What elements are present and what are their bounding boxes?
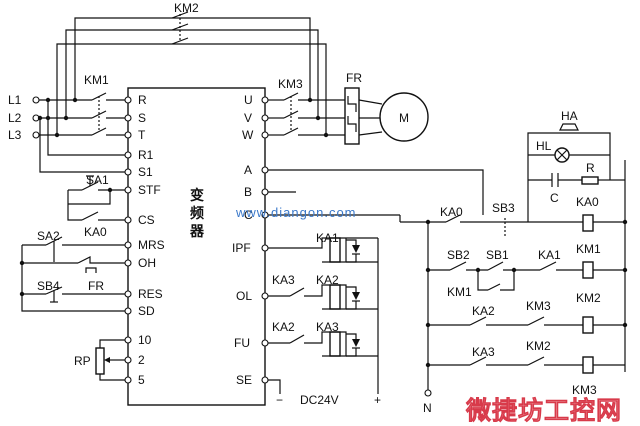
km2-label: KM2: [174, 1, 199, 15]
km2-contact-label: KM2: [526, 339, 551, 353]
term-s: S: [138, 111, 146, 125]
fr-label-left: FR: [88, 279, 104, 293]
motor: [379, 92, 429, 142]
l3-label: L3: [8, 128, 22, 142]
l2-label: L2: [8, 111, 22, 125]
km2-coil: [582, 316, 594, 334]
rp-resistor: [95, 347, 105, 375]
km3-contacts: [283, 92, 299, 136]
term-s1: S1: [138, 165, 153, 179]
motor-label: M: [399, 111, 409, 125]
ka0-coil-label: KA0: [576, 195, 599, 209]
inverter-label-1: 变: [190, 187, 204, 204]
sb4-label: SB4: [37, 279, 60, 293]
km3-contact-label: KM3: [526, 299, 551, 313]
ka3-control-label: KA3: [472, 345, 495, 359]
ka3-contact-label: KA3: [272, 273, 295, 287]
watermark-text: www.diangon.com: [235, 205, 357, 220]
ka0-coil: [582, 214, 594, 232]
term-stf: STF: [138, 183, 161, 197]
km1-contacts: [91, 92, 107, 136]
km2-wire-1: [74, 17, 311, 100]
term-sd: SD: [138, 304, 155, 318]
term-r1: R1: [138, 148, 154, 162]
ka1-contact-label: KA1: [538, 248, 561, 262]
term-v: V: [244, 111, 252, 125]
ha-label: HA: [561, 109, 578, 123]
l1-label: L1: [8, 93, 22, 107]
km3-coil-label: KM3: [572, 383, 597, 397]
sb3-label: SB3: [492, 201, 515, 215]
term-t: T: [138, 128, 146, 142]
sb1-label: SB1: [486, 248, 509, 262]
term-b: B: [244, 185, 252, 199]
hl-label: HL: [536, 139, 552, 153]
term-ipf: IPF: [232, 241, 251, 255]
inverter-label-2: 频: [190, 205, 204, 222]
km2-contacts: [171, 11, 189, 45]
inverter-label-3: 器: [189, 224, 205, 240]
km2-wire-3: [56, 43, 327, 136]
sb2-label: SB2: [447, 248, 470, 262]
km2-wire-2: [65, 29, 319, 118]
l1-terminal: [32, 96, 40, 104]
horn-icon: [559, 123, 579, 131]
plus-label: +: [374, 393, 381, 407]
ka0-label: KA0: [84, 225, 107, 239]
km3-label: KM3: [278, 77, 303, 91]
term-5: 5: [138, 373, 145, 387]
dc24v-label: DC24V: [300, 393, 339, 407]
km1-contact-label: KM1: [447, 285, 472, 299]
fr-thermal-relay: [344, 87, 360, 145]
term-w: W: [242, 128, 254, 142]
n-label: N: [423, 401, 432, 415]
term-ol: OL: [236, 289, 252, 303]
term-10: 10: [138, 333, 152, 347]
c-label: C: [550, 191, 559, 205]
ka2-control-label: KA2: [472, 304, 495, 318]
term-a: A: [244, 163, 252, 177]
fr-label: FR: [346, 71, 362, 85]
resistor-r: [581, 176, 599, 185]
sa1-label: SA1: [86, 173, 109, 187]
km1-coil: [582, 261, 594, 279]
minus-label: −: [276, 393, 283, 407]
term-u: U: [244, 93, 253, 107]
term-res: RES: [138, 287, 163, 301]
km1-label: KM1: [84, 73, 109, 87]
km3-coil: [582, 356, 594, 374]
left-terminals: [124, 96, 132, 384]
term-c: C: [244, 208, 253, 222]
term-oh: OH: [138, 256, 156, 270]
term-fu: FU: [234, 336, 250, 350]
km2-coil-label: KM2: [576, 291, 601, 305]
ka2-coil-label: KA2: [316, 273, 339, 287]
term-mrs: MRS: [138, 238, 165, 252]
ka3-coil-label: KA3: [316, 320, 339, 334]
rp-label: RP: [74, 354, 91, 368]
sa2-label: SA2: [37, 229, 60, 243]
site-logo: 微捷坊工控网: [465, 396, 622, 425]
term-r: R: [138, 93, 147, 107]
l3-terminal: [32, 131, 40, 139]
term-2: 2: [138, 353, 145, 367]
km1-coil-label: KM1: [576, 242, 601, 256]
ka0-contact-label: KA0: [440, 205, 463, 219]
term-cs: CS: [138, 213, 155, 227]
ka2-contact-label: KA2: [272, 320, 295, 334]
n-terminal: [424, 389, 432, 397]
r-label: R: [586, 161, 595, 175]
relay-coils: [329, 237, 341, 357]
term-se: SE: [236, 373, 252, 387]
